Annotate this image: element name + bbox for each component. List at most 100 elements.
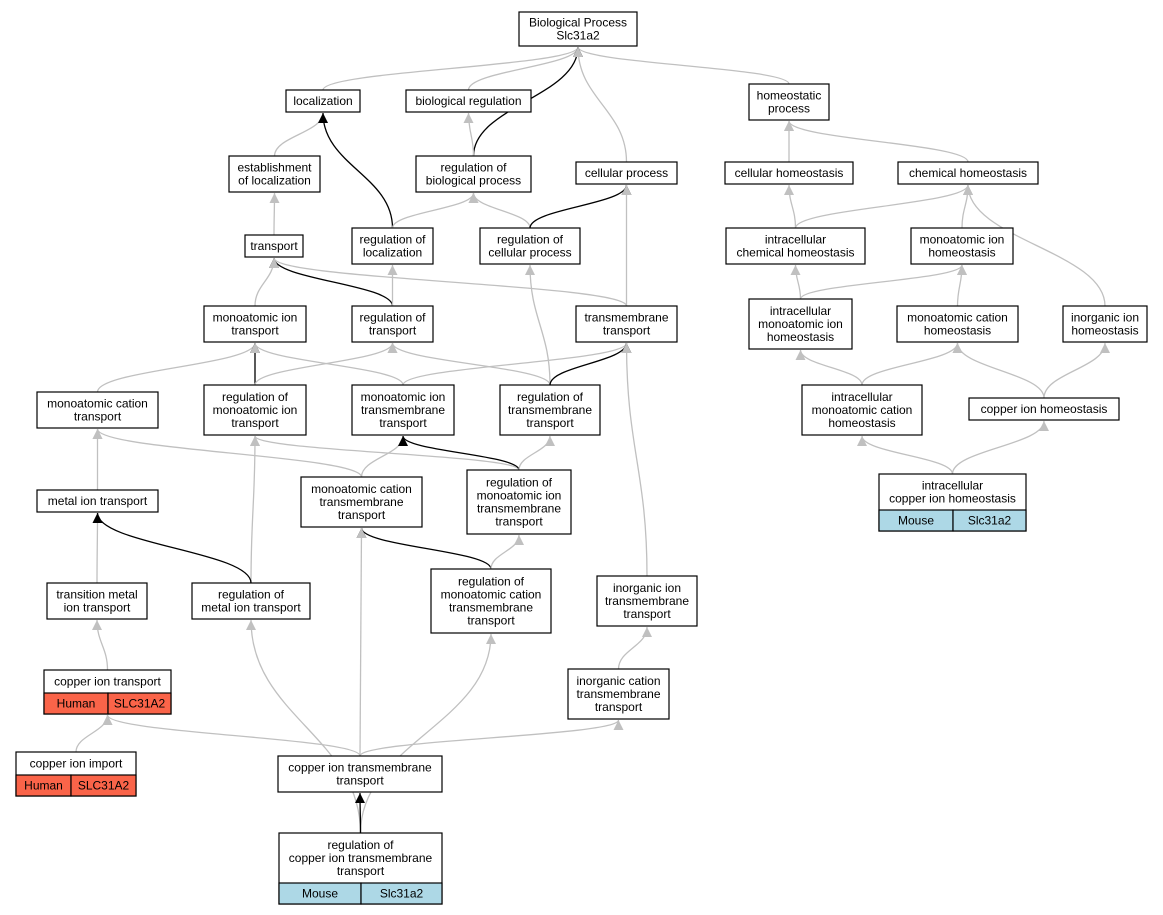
is-a-edge xyxy=(402,342,632,386)
term-node-metal-ion-tr[interactable]: metal ion transport xyxy=(36,489,159,513)
term-node-bio-reg[interactable]: biological regulation xyxy=(405,89,532,113)
is-a-edge xyxy=(356,527,367,757)
term-label-line: process xyxy=(768,102,810,116)
term-label-line: copper ion transmembrane xyxy=(289,851,433,865)
term-label-line: transmembrane xyxy=(576,687,660,701)
gene-cell xyxy=(107,692,172,715)
term-label-line: of localization xyxy=(238,174,311,188)
is-a-edge xyxy=(246,619,362,834)
term-box xyxy=(203,305,307,343)
term-label-line: monoatomic cation xyxy=(441,588,542,602)
term-label-line: intracellular xyxy=(922,479,983,493)
term-node-cu-homeo[interactable]: copper ion homeostasis xyxy=(968,397,1120,421)
is-a-edge xyxy=(795,349,863,386)
is-a-edge xyxy=(249,435,260,584)
term-label-line: monoatomic ion xyxy=(477,489,562,503)
is-a-edge xyxy=(784,184,797,229)
term-label-line: localization xyxy=(293,94,352,108)
is-a-edge xyxy=(525,264,551,386)
term-label-line: transport xyxy=(336,774,384,788)
regulates-edge xyxy=(529,184,632,229)
term-label-line: homeostasis xyxy=(1071,324,1138,338)
term-box xyxy=(748,83,830,121)
term-label-line: Biological Process xyxy=(529,16,627,30)
term-label-line: transition metal xyxy=(56,588,137,602)
is-a-edge xyxy=(75,714,113,753)
term-box xyxy=(725,227,866,265)
term-box xyxy=(1062,305,1148,343)
term-label-line: transport xyxy=(467,614,515,628)
is-a-edge xyxy=(322,46,583,91)
term-node-localization[interactable]: localization xyxy=(285,89,361,113)
gene-cell xyxy=(360,882,443,905)
term-node-cell-proc[interactable]: cellular process xyxy=(575,161,678,185)
is-a-edge xyxy=(621,342,648,577)
term-label-line: transport xyxy=(369,324,417,338)
term-label-line: transmembrane xyxy=(449,601,533,615)
term-label-line: inorganic cation xyxy=(576,674,660,688)
term-box xyxy=(415,155,532,193)
term-label-line: intracellular xyxy=(765,233,826,247)
species-label: Human xyxy=(24,779,63,793)
term-box xyxy=(277,755,443,793)
term-label-line: homeostasis xyxy=(928,246,995,260)
term-label-line: transmembrane xyxy=(605,594,689,608)
is-a-edge xyxy=(250,435,520,471)
term-box xyxy=(351,227,434,265)
is-a-edge xyxy=(518,435,555,471)
is-a-edge xyxy=(269,257,628,307)
regulates-edge xyxy=(269,257,394,307)
term-node-transport[interactable]: transport xyxy=(244,234,304,258)
term-label-line: biological regulation xyxy=(415,94,521,108)
gene-cell xyxy=(70,774,137,797)
term-node-cell-homeo[interactable]: cellular homeostasis xyxy=(724,161,854,185)
term-box xyxy=(203,384,307,436)
is-a-edge xyxy=(794,184,973,229)
term-label-line: regulation of xyxy=(327,838,394,852)
gene-label: Slc31a2 xyxy=(380,887,424,901)
term-box xyxy=(351,305,434,343)
is-a-edge xyxy=(254,257,279,307)
is-a-edge xyxy=(391,192,479,229)
species-label: Mouse xyxy=(898,514,934,528)
term-label-line: monoatomic ion xyxy=(213,311,298,325)
term-box xyxy=(567,668,670,720)
term-node-chem-homeo[interactable]: chemical homeostasis xyxy=(897,161,1039,185)
term-label-line: regulation of xyxy=(218,588,285,602)
term-label-line: transport xyxy=(337,864,385,878)
term-label-line: transport xyxy=(250,239,298,253)
